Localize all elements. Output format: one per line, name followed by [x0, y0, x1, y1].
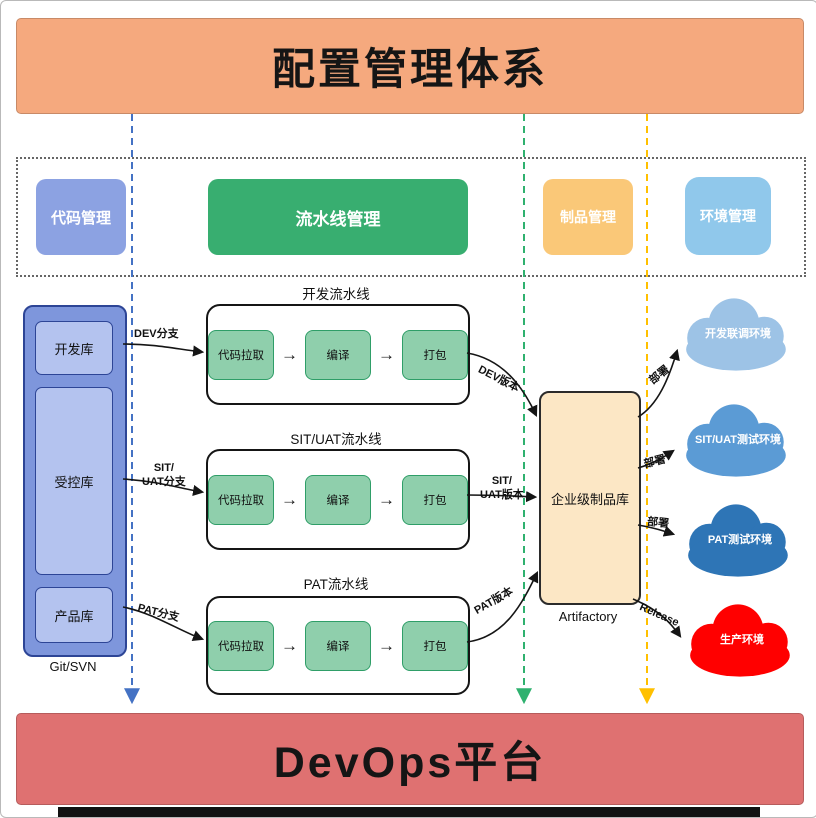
badge-pipeline-mgmt: 流水线管理 [208, 179, 468, 255]
env-label-dev: 开发联调环境 [705, 327, 771, 340]
pipeline-step-package: 打包 [402, 474, 468, 525]
label-dev-version: DEV版本 [476, 363, 522, 395]
repo-product: 产品库 [35, 587, 113, 643]
screenshot-edge-bar [58, 807, 760, 817]
label-release: Release [637, 601, 681, 630]
cloud-icon [686, 404, 786, 477]
env-cloud-prod: 生产环境 [681, 603, 803, 679]
label-pat-branch: PAT分支 [136, 602, 181, 624]
flow-arrow-icon: → [281, 490, 298, 509]
env-label-sit: SIT/UAT测试环境 [695, 433, 781, 446]
artifact-caption: Artifactory [558, 609, 618, 624]
label-deploy-pat: 部署 [646, 515, 670, 531]
header-banner: 配置管理体系 [16, 18, 804, 114]
pipeline-title-pat: PAT流水线 [303, 577, 369, 592]
pipeline-step-package: 打包 [402, 329, 468, 380]
label-pat-version: PAT版本 [472, 585, 516, 617]
cloud-icon [686, 298, 786, 371]
capability-legend: 代码管理 流水线管理 制品管理 环境管理 [16, 157, 806, 277]
repo-group-gitsvn: 开发库 受控库 产品库 [23, 305, 127, 657]
flow-arrow-icon: → [281, 636, 298, 655]
label-dev-branch: DEV分支 [134, 328, 179, 340]
pipeline-step-checkout: 代码拉取 [208, 474, 274, 525]
badge-artifact-mgmt: 制品管理 [543, 179, 633, 255]
badge-env-mgmt: 环境管理 [685, 177, 771, 255]
pipeline-step-compile: 编译 [305, 474, 371, 525]
env-cloud-dev: 开发联调环境 [677, 297, 799, 373]
header-title: 配置管理体系 [272, 46, 548, 94]
repo-controlled: 受控库 [35, 387, 113, 575]
env-cloud-pat: PAT测试环境 [679, 503, 801, 579]
pipeline-title-sit: SIT/UAT流水线 [290, 432, 382, 447]
repo-caption: Git/SVN [49, 659, 97, 674]
flow-arrow-icon: → [378, 636, 395, 655]
env-label-prod: 生产环境 [720, 633, 764, 646]
arrow-dev-branch [122, 343, 205, 357]
label-sit-version: SIT/ UAT版本 [480, 475, 524, 501]
pipeline-step-compile: 编译 [305, 620, 371, 671]
pipeline-step-checkout: 代码拉取 [208, 620, 274, 671]
pipeline-step-package: 打包 [402, 620, 468, 671]
cloud-icon [690, 604, 790, 677]
flow-arrow-icon: → [281, 345, 298, 364]
pipeline-step-checkout: 代码拉取 [208, 329, 274, 380]
footer-title: DevOps平台 [273, 739, 547, 787]
pipeline-box-pat: 代码拉取 → 编译 → 打包 [206, 596, 470, 695]
pipeline-box-dev: 代码拉取 → 编译 → 打包 [206, 304, 470, 405]
cloud-icon [688, 504, 788, 577]
footer-banner: DevOps平台 [16, 713, 804, 805]
flow-arrow-icon: → [378, 490, 395, 509]
flow-arrow-icon: → [378, 345, 395, 364]
pipeline-title-dev: 开发流水线 [302, 287, 370, 302]
pipeline-step-compile: 编译 [305, 329, 371, 380]
repo-dev: 开发库 [35, 321, 113, 375]
env-label-pat: PAT测试环境 [707, 533, 773, 546]
badge-code-mgmt: 代码管理 [36, 179, 126, 255]
label-deploy-sit: 部署 [642, 453, 667, 471]
artifact-repo-box: 企业级制品库 [539, 391, 641, 605]
env-cloud-sit: SIT/UAT测试环境 [677, 403, 799, 479]
label-sit-branch: SIT/ UAT分支 [142, 462, 186, 488]
pipeline-box-sit: 代码拉取 → 编译 → 打包 [206, 449, 470, 550]
label-deploy-dev: 部署 [647, 363, 672, 387]
